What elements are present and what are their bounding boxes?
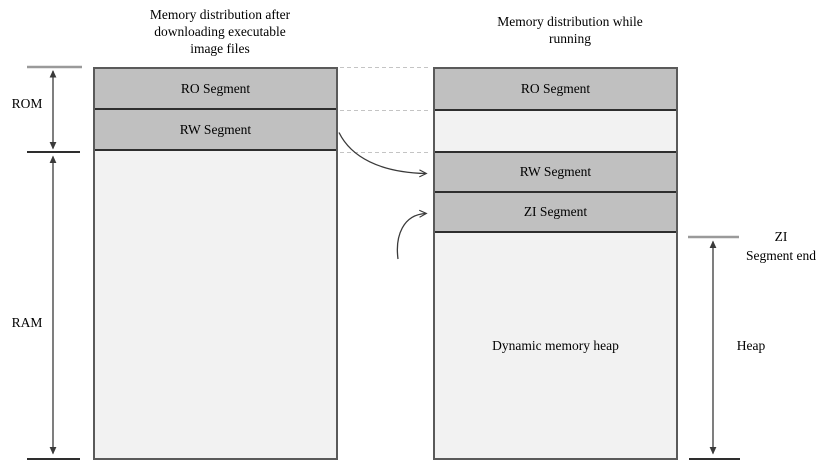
right-ro-segment-label: RO Segment <box>520 81 591 96</box>
zi-creation-arrow <box>396 209 428 260</box>
dynamic-memory-heap-area: Dynamic memory heap <box>435 233 676 458</box>
rw-relocation-arrow <box>338 132 428 178</box>
zi-end-line-2: Segment end <box>745 248 817 263</box>
left-title-line-1: Memory distribution after <box>149 7 291 22</box>
right-rw-segment: RW Segment <box>435 153 676 193</box>
right-unused-gap <box>435 111 676 153</box>
ram-label: RAM <box>11 315 43 330</box>
left-title-line-2: downloading executable <box>154 24 286 39</box>
left-title-line-3: image files <box>190 41 250 56</box>
zi-end-line-1: ZI <box>774 229 788 244</box>
right-title-line-1: Memory distribution while <box>497 14 643 29</box>
dynamic-memory-heap-label: Dynamic memory heap <box>492 337 619 353</box>
right-column-title: Memory distribution while running <box>455 13 685 47</box>
left-rw-segment-label: RW Segment <box>179 121 252 137</box>
right-zi-segment: ZI Segment <box>435 193 676 233</box>
rom-label: ROM <box>11 96 43 111</box>
rom-extent-arrow <box>27 65 82 153</box>
left-rw-segment: RW Segment <box>95 110 336 151</box>
left-ro-segment: RO Segment <box>95 69 336 110</box>
memory-column-while-running: RO Segment RW Segment ZI Segment Dynamic… <box>433 67 678 460</box>
alignment-dashed-lines <box>340 67 431 153</box>
right-rw-segment-label: RW Segment <box>519 164 592 179</box>
left-ro-segment-label: RO Segment <box>180 80 251 96</box>
heap-label: Heap <box>736 338 766 353</box>
heap-extent-arrow <box>688 235 740 460</box>
zi-segment-end-label: ZI Segment end <box>725 227 829 265</box>
right-title-line-2: running <box>549 31 591 46</box>
ram-extent-arrow <box>27 155 80 460</box>
left-column-title: Memory distribution after downloading ex… <box>105 6 335 57</box>
left-empty-ram-area <box>95 151 336 458</box>
right-zi-segment-label: ZI Segment <box>523 204 588 219</box>
memory-column-after-download: RO Segment RW Segment <box>93 67 338 460</box>
right-ro-segment: RO Segment <box>435 69 676 111</box>
